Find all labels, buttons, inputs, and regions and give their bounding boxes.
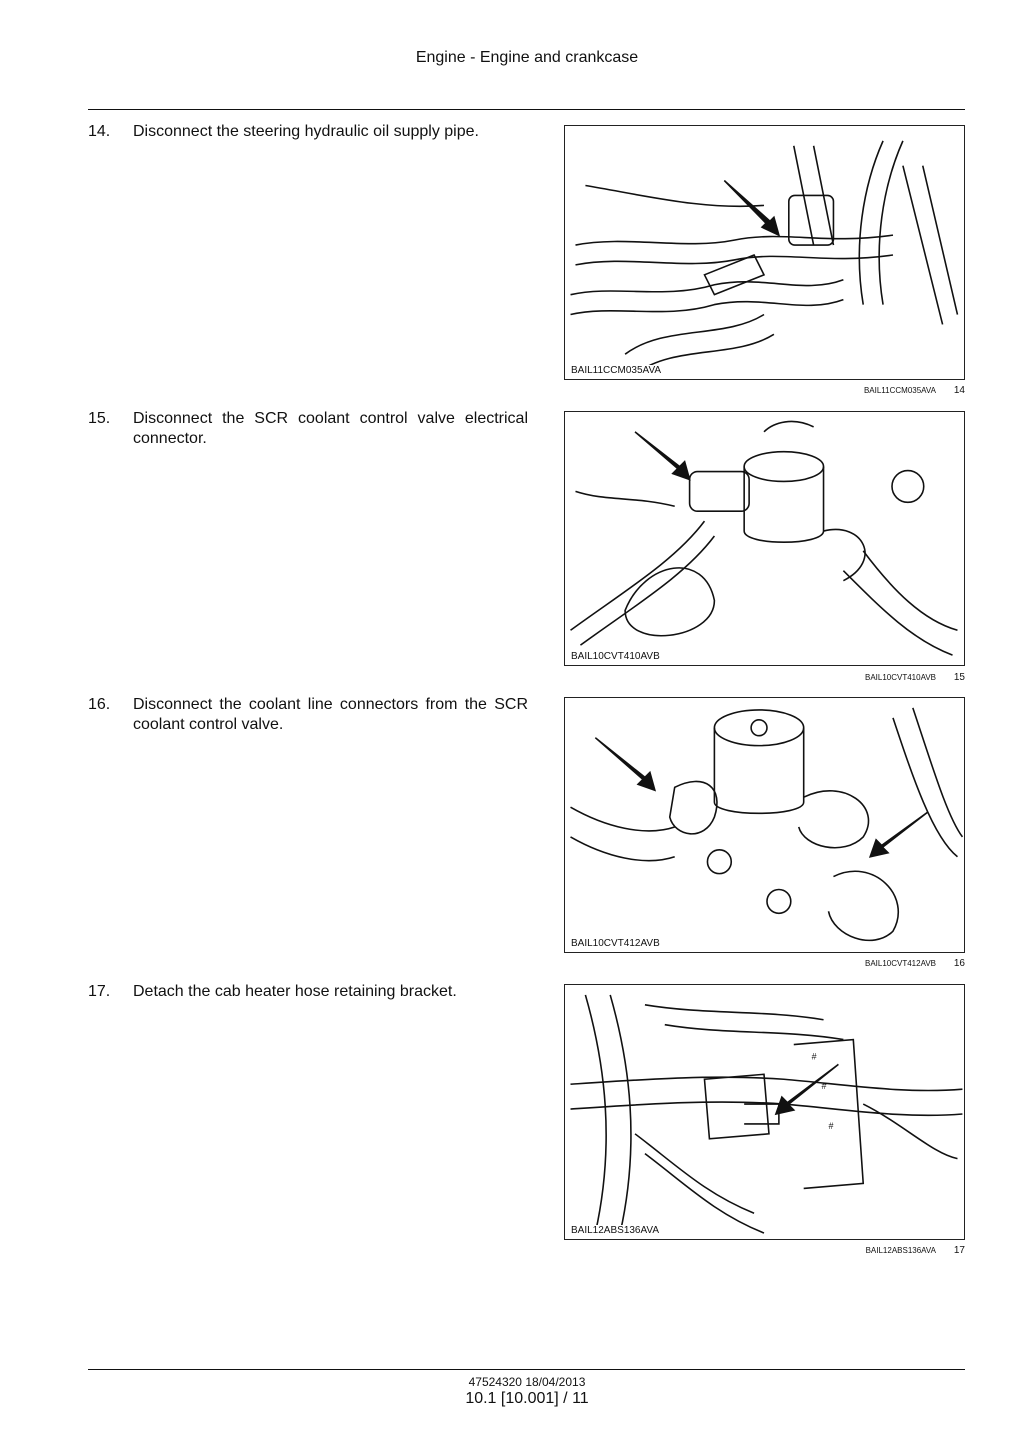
image-code-label: BAIL12ABS136AVA: [569, 1225, 662, 1236]
step-text: Disconnect the coolant line connectors f…: [133, 696, 528, 733]
caption-code: BAIL10CVT410AVB: [864, 673, 936, 682]
step-16-illustration: BAIL10CVT412AVB: [564, 697, 965, 953]
svg-text:#: #: [812, 1051, 817, 1061]
figure-number: 14: [953, 385, 965, 396]
footer-page-reference: 10.1 [10.001] / 11: [465, 1390, 589, 1407]
step-number: 14.: [88, 123, 111, 140]
caption-code: BAIL10CVT412AVB: [864, 959, 936, 968]
footer-rule: [88, 1369, 965, 1370]
step-17-illustration: # # # BAIL12ABS136AVA: [564, 984, 965, 1240]
step-14-illustration: BAIL11CCM035AVA: [564, 125, 965, 380]
step-text: Detach the cab heater hose retaining bra…: [133, 983, 457, 1000]
image-code-label: BAIL11CCM035AVA: [569, 365, 664, 376]
figure-number: 15: [953, 672, 965, 683]
image-code-label: BAIL10CVT410AVB: [569, 651, 662, 662]
figure-number: 17: [953, 1245, 965, 1256]
step-number: 17.: [88, 983, 111, 1000]
caption-code: BAIL11CCM035AVA: [863, 386, 936, 395]
step-text: Disconnect the SCR coolant control valve…: [133, 410, 528, 447]
footer-document-reference: 47524320 18/04/2013: [468, 1375, 586, 1389]
svg-text:#: #: [822, 1081, 827, 1091]
image-code-label: BAIL10CVT412AVB: [569, 938, 662, 949]
step-15-illustration: BAIL10CVT410AVB: [564, 411, 965, 666]
step-text: Disconnect the steering hydraulic oil su…: [133, 123, 479, 140]
step-number: 15.: [88, 410, 111, 427]
svg-text:#: #: [828, 1121, 833, 1131]
caption-code: BAIL12ABS136AVA: [865, 1246, 936, 1255]
page-header-title: Engine - Engine and crankcase: [415, 49, 639, 66]
figure-number: 16: [953, 958, 965, 969]
header-rule: [88, 109, 965, 110]
step-number: 16.: [88, 696, 111, 713]
